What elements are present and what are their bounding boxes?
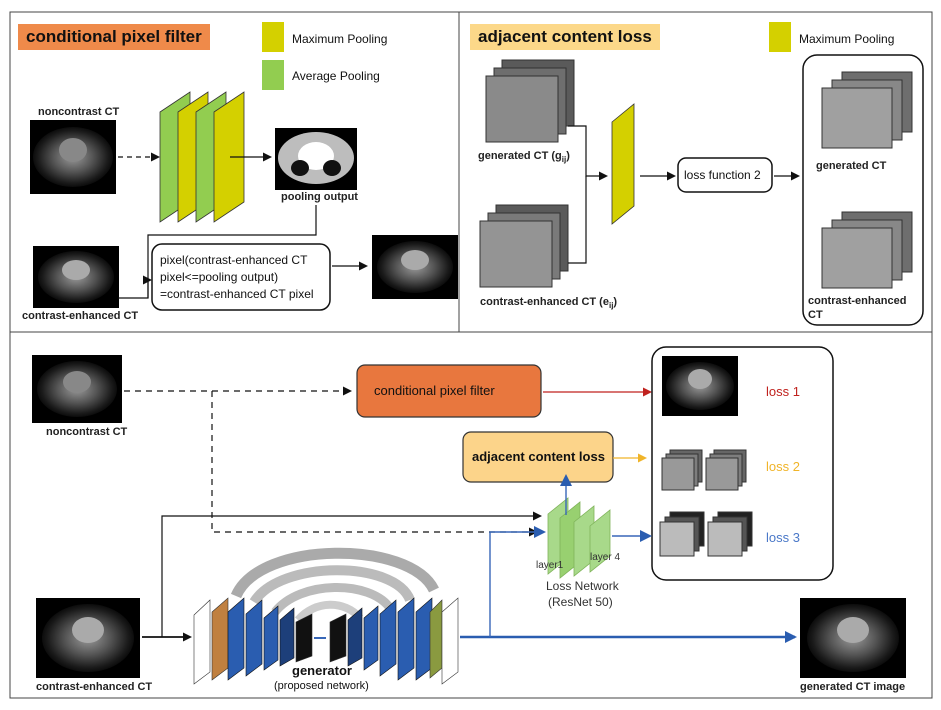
layer4-label: layer 4 [590,552,621,563]
cpf-panel-title: conditional pixel filter [18,24,210,50]
layer1-label: layer1 [536,560,564,571]
contrast-label-bottom: contrast-enhanced CT [36,681,153,693]
noncontrast-ct-image-top [30,120,116,194]
contrast-ct-label: contrast-enhanced CT (eij) [480,296,618,311]
generated-ct-label: generated CT (gij) [478,150,570,165]
contrast-label-top: contrast-enhanced CT [22,310,139,322]
generator-label: generator [292,663,352,678]
acl-contrast-stack [821,211,913,289]
pooling-output-image [275,128,357,190]
acl-pooling-layer [611,103,635,225]
legend-max-label-right: Maximum Pooling [799,32,895,46]
loss-function-label: loss function 2 [684,168,761,182]
loss2-label: loss 2 [766,459,800,474]
legend-max-swatch-right [769,22,791,52]
generated-image-label: generated CT image [800,681,906,693]
contrast-ct-image-top [33,246,119,308]
generated-ct-stack [485,59,575,143]
cpf-box-label: conditional pixel filter [374,383,495,398]
contrast-ct-stack [479,204,569,288]
rule-line-3: =contrast-enhanced CT pixel [160,287,314,301]
noncontrast-ct-image-bottom [32,355,122,423]
loss-network-blocks [547,497,611,579]
pooling-stack [159,91,245,223]
acl-box [462,431,614,483]
pooling-output-label: pooling output [281,191,358,203]
acl-out-generated-label: generated CT [816,160,887,172]
loss1-label: loss 1 [766,384,800,399]
loss3-label: loss 3 [766,530,800,545]
loss-network-label-1: Loss Network [546,579,619,593]
acl-box-label: adjacent content loss [472,449,605,464]
legend-max-swatch [262,22,284,52]
generator-sub-label: (proposed network) [274,680,369,692]
bottom-panel-border [9,331,933,699]
rule-line-1: pixel(contrast-enhanced CT [160,253,308,267]
contrast-ct-image-bottom [36,598,140,678]
acl-panel-title: adjacent content loss [470,24,660,50]
noncontrast-label-top: noncontrast CT [38,106,120,118]
rule-line-2: pixel<=pooling output) [160,270,279,284]
loss-function-box [677,157,773,193]
generated-ct-image [800,598,906,678]
noncontrast-label-bottom: noncontrast CT [46,426,128,438]
legend-avg-label: Average Pooling [292,69,380,83]
generator-network [193,547,459,685]
cpf-box [356,364,542,418]
rule-box [151,243,331,311]
loss3-image [659,511,753,557]
loss2-image [661,449,747,491]
filtered-output-image [372,235,458,299]
legend-avg-swatch [262,60,284,90]
legend-max-label: Maximum Pooling [292,32,388,46]
acl-generated-stack [821,71,913,149]
loss-network-label-2: (ResNet 50) [548,595,613,609]
loss1-image [662,356,738,416]
acl-out-contrast-label: contrast-enhanced CT [808,295,907,321]
